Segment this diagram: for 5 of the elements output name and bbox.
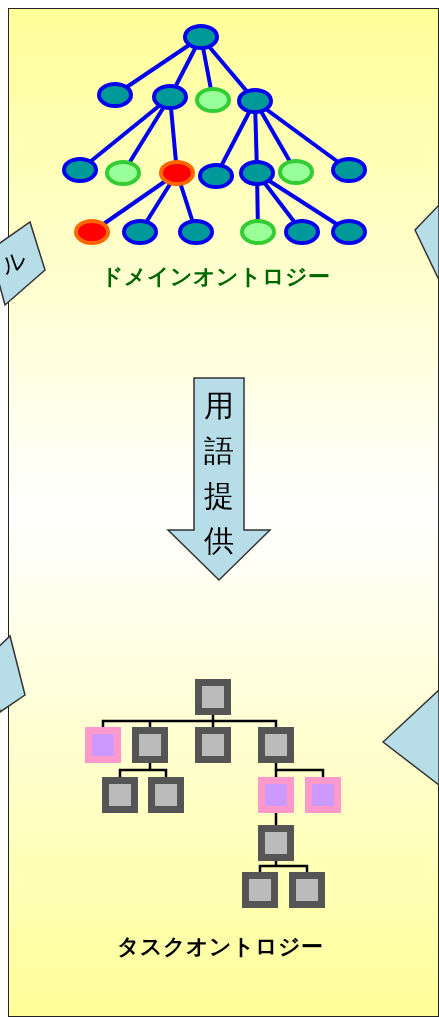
node-title: ドメインオントロジー (99, 263, 331, 291)
cut-off-text: ル (0, 243, 32, 282)
node-title: タスクオントロジー (116, 933, 324, 961)
edge-label: 用語提供 (203, 387, 235, 560)
block-arrow (166, 377, 272, 582)
